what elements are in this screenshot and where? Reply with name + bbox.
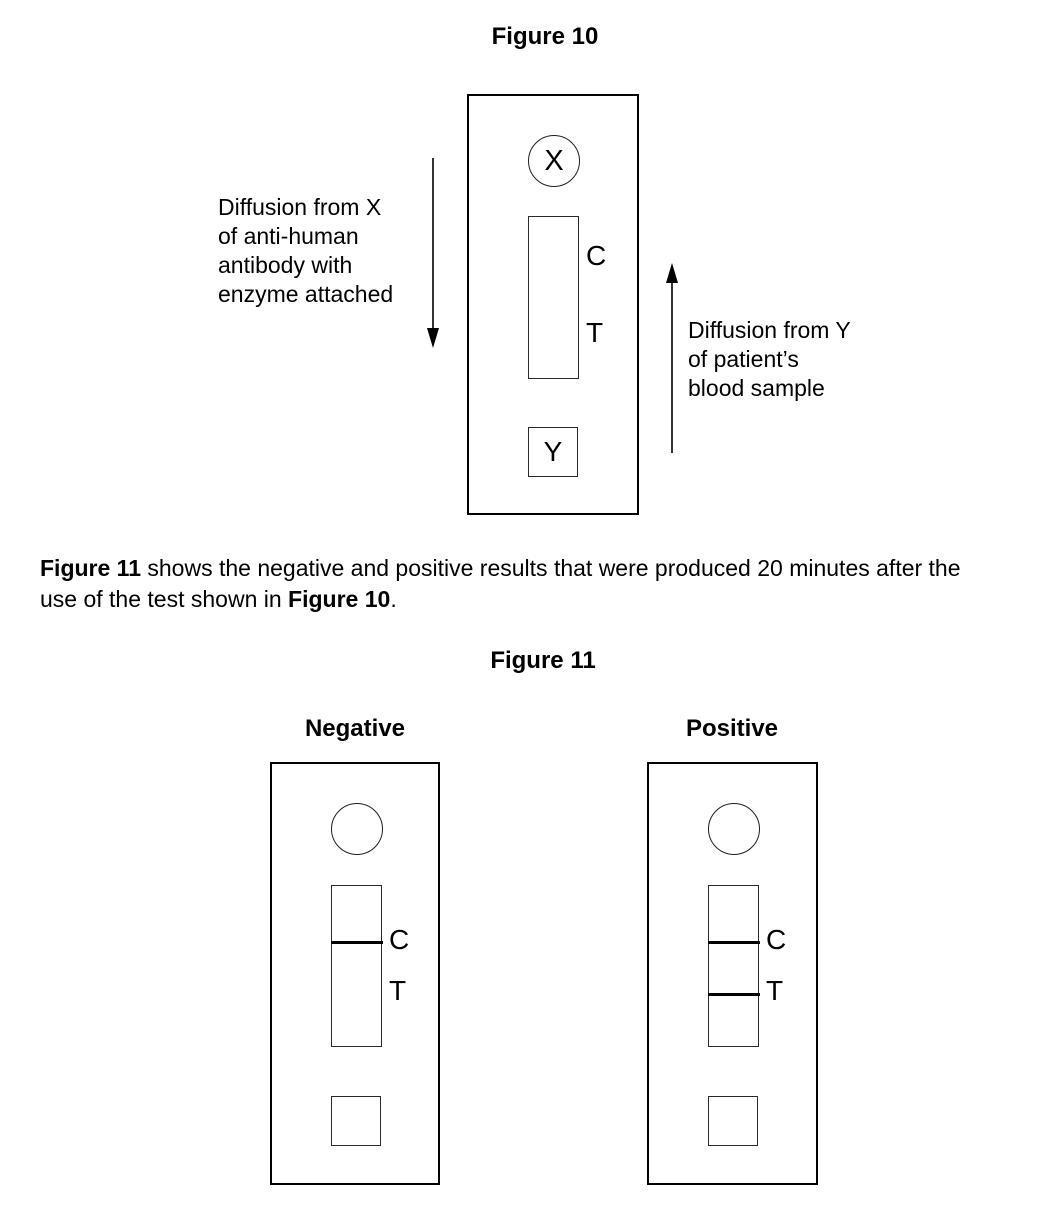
caption-middle: shows the negative and positive results … bbox=[40, 555, 961, 612]
annotation-line: blood sample bbox=[688, 375, 825, 401]
caption-period: . bbox=[390, 586, 397, 612]
positive-sample-well-circle bbox=[708, 803, 760, 855]
positive-test-line-label: T bbox=[766, 975, 784, 1006]
up-arrow-icon bbox=[666, 263, 678, 453]
negative-test-strip-window bbox=[330, 885, 383, 1047]
caption-bold-figure10: Figure 10 bbox=[288, 586, 391, 612]
test-line-label: T bbox=[586, 317, 604, 348]
well-y-label: Y bbox=[543, 436, 563, 467]
negative-control-line bbox=[330, 941, 383, 944]
figure10-left-annotation: Diffusion from X of anti-human antibody … bbox=[218, 193, 393, 309]
positive-control-line-label: C bbox=[766, 924, 787, 955]
negative-sample-well-square bbox=[331, 1096, 381, 1146]
negative-heading: Negative bbox=[304, 715, 406, 742]
positive-test-line bbox=[707, 993, 760, 996]
negative-control-line-label: C bbox=[389, 924, 410, 955]
figure10-right-annotation: Diffusion from Y of patient’s blood samp… bbox=[688, 316, 851, 403]
figure10-title: Figure 10 bbox=[491, 23, 599, 50]
annotation-line: Diffusion from Y bbox=[688, 317, 851, 343]
control-line-label: C bbox=[586, 240, 607, 271]
positive-test-strip-window bbox=[707, 885, 760, 1047]
figure10-device-outline: X C T Y bbox=[467, 94, 639, 515]
sample-well-x-circle: X bbox=[528, 135, 580, 187]
negative-device-outline: C T bbox=[270, 762, 440, 1185]
negative-test-line-label: T bbox=[389, 975, 407, 1006]
down-arrow-icon bbox=[427, 158, 439, 348]
annotation-line: of patient’s bbox=[688, 346, 799, 372]
sample-well-y-square: Y bbox=[528, 427, 578, 477]
annotation-line: Diffusion from X bbox=[218, 194, 382, 220]
positive-heading: Positive bbox=[685, 715, 779, 742]
caption-text: Figure 11 shows the negative and positiv… bbox=[40, 553, 1000, 615]
positive-sample-well-square bbox=[708, 1096, 758, 1146]
figure10-test-strip-window bbox=[528, 216, 579, 379]
caption-bold-figure11: Figure 11 bbox=[40, 555, 141, 581]
negative-sample-well-circle bbox=[331, 803, 383, 855]
annotation-line: enzyme attached bbox=[218, 281, 394, 307]
annotation-line: antibody with bbox=[218, 252, 353, 278]
positive-device-outline: C T bbox=[647, 762, 818, 1185]
annotation-line: of anti-human bbox=[218, 223, 359, 249]
well-x-label: X bbox=[544, 144, 564, 177]
figure11-title: Figure 11 bbox=[490, 647, 596, 674]
positive-control-line bbox=[707, 941, 760, 944]
